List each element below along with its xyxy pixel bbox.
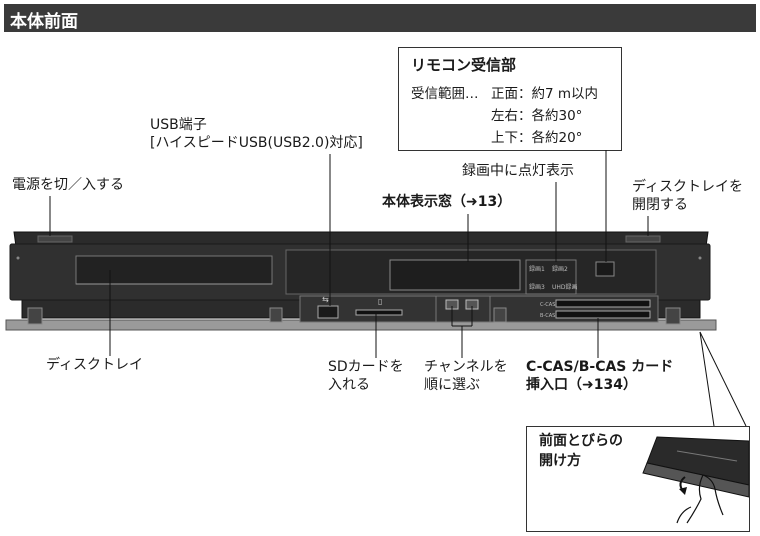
rec-indicator-area: [525, 259, 577, 295]
usb-icon: ⇆: [322, 295, 329, 304]
section-title: 本体前面: [10, 12, 78, 32]
sd-label-line1: SDカードを: [328, 359, 404, 375]
remote-receiver-box: リモコン受信部 受信範囲… 正面：約7 m以内 左右：各約30° 上下：各約20…: [398, 47, 622, 151]
c-cas-slot-label: C-CAS: [540, 302, 555, 308]
power-button[interactable]: [37, 235, 73, 243]
remote-range-front: 正面：約7 m以内: [491, 86, 599, 102]
cas-slot-label-line2: 挿入口（➜134）: [526, 377, 637, 393]
front-door-inset-illustration: [642, 436, 749, 524]
sd-icon: ▯: [378, 297, 382, 306]
rec3-indicator: 録画3: [529, 283, 545, 291]
usb-port[interactable]: [317, 305, 339, 319]
remote-range-label: 受信範囲…: [411, 86, 479, 102]
remote-receiver-window: [595, 261, 615, 277]
inset-title-line2: 開け方: [539, 453, 581, 469]
left-center-foot: [269, 307, 283, 323]
disc-tray-open-label-line1: ディスクトレイを: [632, 179, 744, 195]
front-door-inset: 前面とびらの 開け方: [526, 426, 750, 532]
right-foot: [665, 307, 681, 325]
disc-tray-label: ディスクトレイ: [46, 357, 144, 373]
usb-label-line1: USB端子: [150, 117, 207, 133]
disc-tray-open-label-line2: 開閉する: [632, 197, 688, 213]
display-window: [389, 259, 521, 291]
remote-range-up-down: 上下：各約20°: [491, 130, 583, 146]
rec-indicator-label: 録画中に点灯表示: [462, 163, 574, 179]
b-cas-slot[interactable]: [555, 310, 651, 319]
rec2-indicator: 録画2: [552, 265, 568, 273]
channel-label-line1: チャンネルを: [424, 359, 508, 375]
remote-range-left-right: 左右：各約30°: [491, 108, 583, 124]
disc-tray[interactable]: [75, 255, 273, 285]
right-center-foot: [493, 307, 507, 323]
left-foot: [27, 307, 43, 325]
inset-title: 前面とびらの 開け方: [539, 431, 623, 471]
leader-lines: [49, 150, 747, 427]
display-window-label: 本体表示窓（➜13）: [382, 194, 512, 210]
hand-icon: [676, 474, 724, 524]
rec-uhd-indicator: UHD録画: [552, 283, 578, 291]
sd-card-slot[interactable]: [355, 309, 403, 316]
section-header: 本体前面: [4, 4, 756, 32]
inset-title-line1: 前面とびらの: [539, 433, 623, 449]
sd-label-line2: 入れる: [328, 377, 370, 393]
c-cas-slot[interactable]: [555, 299, 651, 308]
power-label: 電源を切／入する: [12, 177, 124, 193]
disc-tray-open-button[interactable]: [625, 235, 661, 243]
b-cas-slot-label: B-CAS: [540, 313, 555, 319]
channel-label-line2: 順に選ぶ: [424, 377, 480, 393]
remote-receiver-title: リモコン受信部: [411, 56, 517, 74]
cas-slot-label-line1: C-CAS/B-CAS カード: [526, 359, 674, 375]
usb-label-line2: [ハイスピードUSB(USB2.0)対応]: [150, 135, 363, 151]
rec1-indicator: 録画1: [529, 265, 545, 273]
